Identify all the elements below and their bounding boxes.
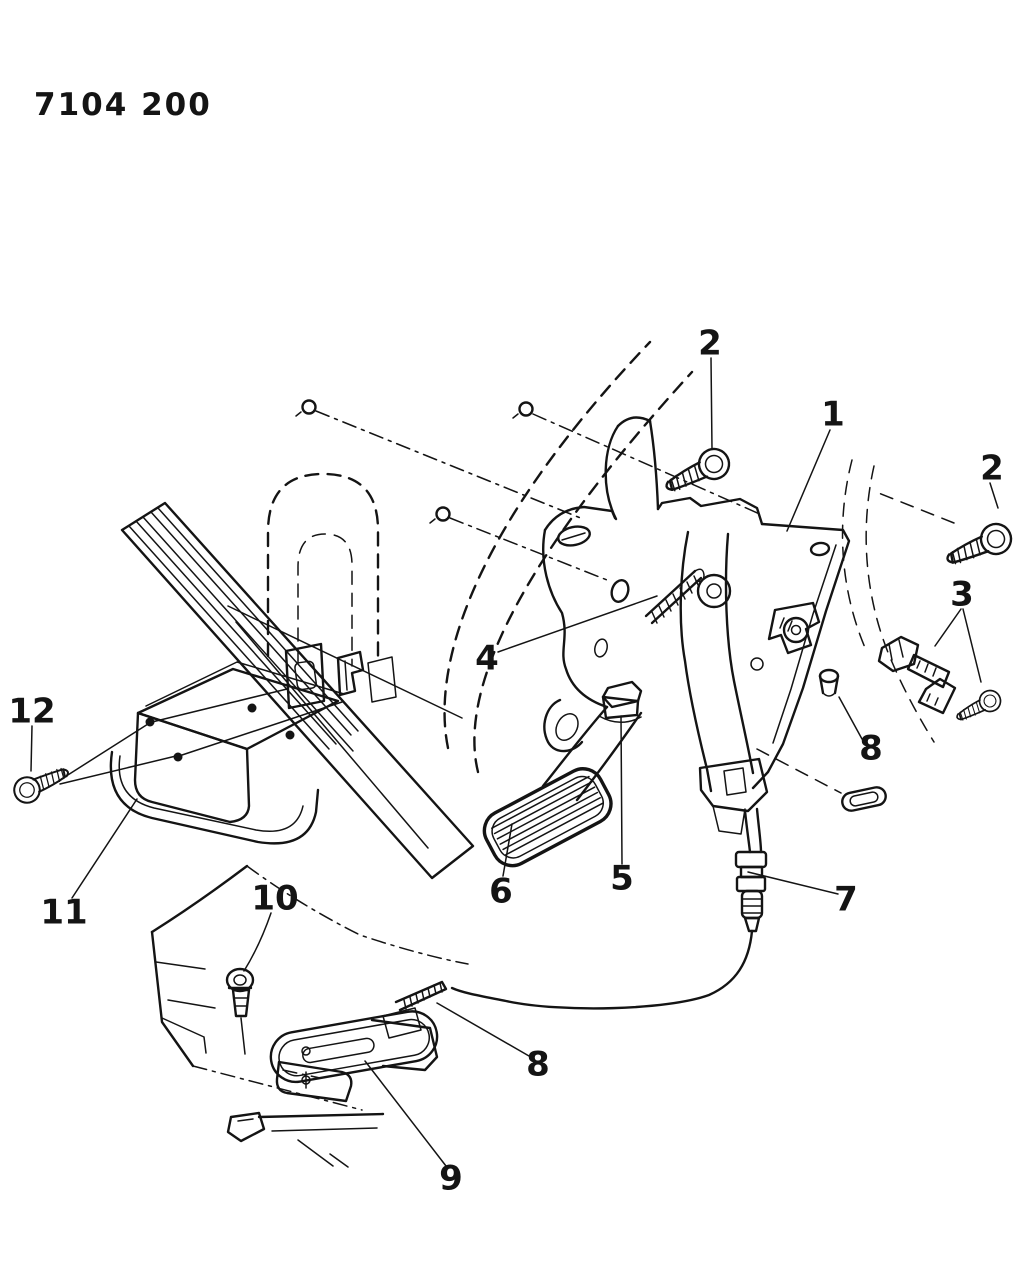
callout-6: 6 <box>489 872 513 912</box>
return-spring <box>644 568 705 625</box>
callout-5: 5 <box>610 859 634 899</box>
steering-column-outline <box>266 472 380 667</box>
screw-2-upper <box>659 442 736 503</box>
callout-9: 9 <box>439 1159 463 1199</box>
cable-anchor-button <box>841 786 887 812</box>
callout-8-lower: 8 <box>526 1045 550 1085</box>
panel-screw-dot <box>247 703 257 713</box>
callout-11: 11 <box>40 893 87 933</box>
bushing-8 <box>818 668 840 697</box>
panel-latch-bracket <box>284 642 397 710</box>
plate-mount-hole <box>809 541 831 557</box>
pedal-pad <box>482 767 613 868</box>
panel-screw-dot <box>285 730 295 740</box>
pedal-bracket <box>542 416 764 753</box>
screw-3 <box>951 685 1006 729</box>
callout-8-upper: 8 <box>859 729 883 769</box>
screw-2-right <box>940 517 1018 576</box>
instrument-panel <box>120 501 475 880</box>
parking-brake-cable <box>450 807 768 1010</box>
lower-panel-assembly <box>109 661 345 845</box>
callout-2-right: 2 <box>980 449 1004 489</box>
release-handle <box>598 680 643 723</box>
figure-code: 7104 200 <box>34 87 212 123</box>
retainer-clip-3 <box>877 635 957 715</box>
callout-7: 7 <box>834 880 858 920</box>
callout-3: 3 <box>950 575 974 615</box>
callout-2-upper: 2 <box>698 324 722 364</box>
pivot-hole <box>696 573 732 609</box>
callout-10: 10 <box>251 879 298 919</box>
pedal-arm <box>541 705 643 802</box>
callout-4: 4 <box>475 639 499 679</box>
bracket-mount-hole <box>557 525 591 547</box>
adjuster-stud-8 <box>394 980 448 1012</box>
body-mount-holes <box>295 399 534 524</box>
bracket-mount-hole <box>610 579 630 603</box>
leader-lines <box>30 357 999 1167</box>
sector-lever <box>679 530 821 835</box>
panel-screw-dot <box>173 752 183 762</box>
cable-fitting <box>734 850 768 933</box>
callout-1: 1 <box>821 395 845 435</box>
right-support-plate <box>750 522 851 790</box>
callouts: 2 1 2 3 12 4 8 5 6 7 11 10 8 9 <box>8 324 1004 1199</box>
floor-cable-bracket <box>269 1007 439 1103</box>
floor-pan <box>150 864 469 1168</box>
callout-12: 12 <box>8 692 55 732</box>
a-pillar-outline <box>443 340 694 774</box>
bolt-10 <box>225 967 255 1018</box>
